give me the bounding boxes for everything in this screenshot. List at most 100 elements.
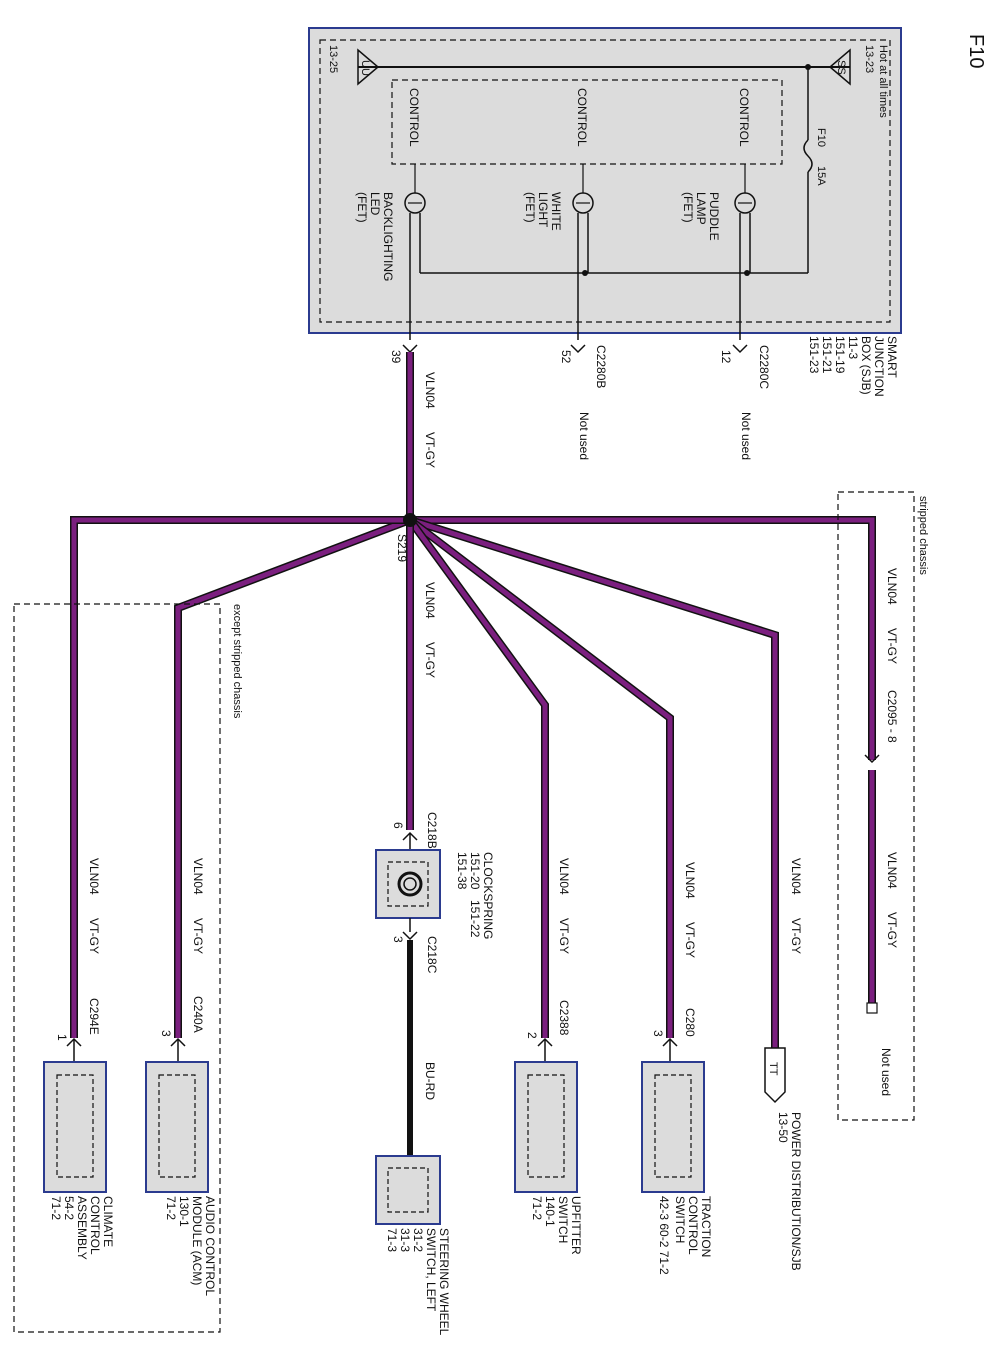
uu-triangle [357, 48, 380, 86]
upfitter-wire-label: VLN04 [557, 858, 571, 895]
fet-icon-puddle [734, 192, 756, 214]
steering-l5: 71-3 [385, 1228, 399, 1252]
wire-trunk-label: VLN04 [423, 372, 437, 409]
wire-branch-climate [71, 517, 410, 1038]
fet-backlight-l3: (FET) [355, 192, 369, 223]
wire-branch-upfitter [407, 518, 548, 1038]
upfitter-switch-box [514, 1061, 578, 1193]
power-wire-color: VT-GY [789, 918, 803, 954]
tt-label: TT [767, 1062, 779, 1076]
not-used-2: Not used [577, 412, 591, 460]
steering-l1: STEERING WHEEL [437, 1228, 451, 1336]
sjb-pin39-connector-icon [402, 344, 418, 354]
audio-l4: 71-2 [164, 1196, 178, 1220]
fet-puddle-l2: LAMP [694, 192, 708, 225]
climate-l4: 54-2 [62, 1196, 76, 1220]
c218b-connector-icon [402, 831, 418, 841]
audio-wire-label: VLN04 [191, 858, 205, 895]
climate-l3: ASSEMBLY [75, 1196, 89, 1260]
climate-assembly-box [43, 1061, 107, 1193]
svg-text:11-3: 11-3 [846, 336, 860, 359]
climate-l1: CLIMATE [101, 1196, 115, 1247]
steering-l2: SWITCH, LEFT [424, 1228, 438, 1312]
clockspring-l1: CLOCKSPRING [481, 852, 495, 939]
sjb-name: SMART JUNCTION BOX (SJB) 11-3 151-19 151… [807, 336, 899, 397]
stripped-chassis-box [837, 491, 915, 1121]
c2280b-label: C2280B [594, 345, 608, 388]
audio-l1: AUDIO CONTROL [203, 1196, 217, 1296]
wire-branch-traction [408, 518, 673, 1038]
upfitter-l1: UPFITTER [569, 1196, 583, 1255]
fuse-icon [803, 139, 813, 173]
c218c-connector-icon [402, 931, 418, 941]
svg-text:SMART: SMART [885, 336, 899, 378]
c240a-pin: 3 [159, 1030, 173, 1037]
stripped-wire-color: VT-GY [885, 628, 899, 664]
feed-node-2 [744, 270, 750, 276]
hot-label: Hot at all times [877, 45, 889, 118]
c218b-pin: 6 [391, 822, 405, 829]
sjb-inner-dashed [319, 39, 891, 323]
upfitter-l2: SWITCH [556, 1196, 570, 1243]
c280-pin: 3 [651, 1030, 665, 1037]
tag-uu: UU [359, 60, 371, 76]
fet-icon-white [572, 192, 594, 214]
traction-l1: TRACTION [699, 1196, 713, 1257]
clock-wire-color: VT-GY [423, 642, 437, 678]
clockspring-l3: 151-22 [468, 900, 482, 938]
splice-s219-icon [403, 513, 417, 527]
c2280c-connector-icon [732, 344, 748, 354]
fet-icon-backlight [404, 192, 426, 214]
ss-triangle [828, 48, 851, 86]
c2280c-label: C2280C [757, 345, 771, 389]
fet-backlight-l2: LED [368, 192, 382, 216]
c294e-label: C294E [87, 998, 101, 1035]
c218c-label: C218C [425, 936, 439, 974]
climate-l2: CONTROL [88, 1196, 102, 1255]
c280-label: C280 [683, 1008, 697, 1037]
stripped-wire-label: VLN04 [885, 568, 899, 605]
control-dashed-box [391, 79, 783, 165]
traction-l2: CONTROL [686, 1196, 700, 1255]
climate-wire-label: VLN04 [87, 858, 101, 895]
wire-branch-audio [175, 517, 411, 1038]
fet-puddle-l3: (FET) [681, 192, 695, 223]
traction-wire-label: VLN04 [683, 862, 697, 899]
except-stripped-label: except stripped chassis [231, 604, 243, 719]
c2388-connector-icon [537, 1037, 553, 1047]
fuse-rating: 15A [815, 166, 827, 186]
wire-branch-stripped [410, 517, 875, 760]
traction-l4: 42-3 60-2 71-2 [657, 1196, 671, 1275]
fet-white-l1: WHITE [549, 192, 563, 231]
not-used-3: Not used [879, 1048, 893, 1096]
stripped-chassis-label: stripped chassis [917, 496, 929, 575]
clockspring-box [375, 849, 441, 919]
c240a-label: C240A [191, 996, 205, 1033]
diagram-title: F10 [965, 34, 987, 68]
clockspring-l2: 151-20 [468, 852, 482, 890]
fet-white-l2: LIGHT [536, 192, 550, 228]
upfitter-wire-color: VT-GY [557, 918, 571, 954]
power-dist-l2: 13-50 [776, 1112, 790, 1143]
ref-13-23: 13-23 [863, 45, 875, 73]
wire-branch-power [409, 517, 778, 1048]
sjb-box [308, 27, 902, 334]
c294e-pin: 1 [55, 1034, 69, 1041]
fet-backlight-l1: BACKLIGHTING [381, 192, 395, 281]
fuse-label: F10 [815, 128, 827, 147]
c2388-label: C2388 [557, 1000, 571, 1036]
bu-rd-label: BU-RD [423, 1062, 437, 1100]
sjb-pin-39: 39 [389, 350, 403, 364]
c2095-label: C2095 - 8 [885, 690, 899, 743]
c2280b-connector-icon [570, 344, 586, 354]
control-label-1: CONTROL [737, 88, 751, 147]
tag-ss: SS [835, 60, 847, 75]
wire-trunk-color: VT-GY [423, 432, 437, 468]
steering-switch-box [375, 1155, 441, 1225]
svg-text:151-23: 151-23 [807, 336, 821, 374]
audio-module-box [145, 1061, 209, 1193]
control-label-2: CONTROL [575, 88, 589, 147]
splice-label: S219 [395, 534, 409, 562]
fet-puddle-l1: PUDDLE [707, 192, 721, 241]
